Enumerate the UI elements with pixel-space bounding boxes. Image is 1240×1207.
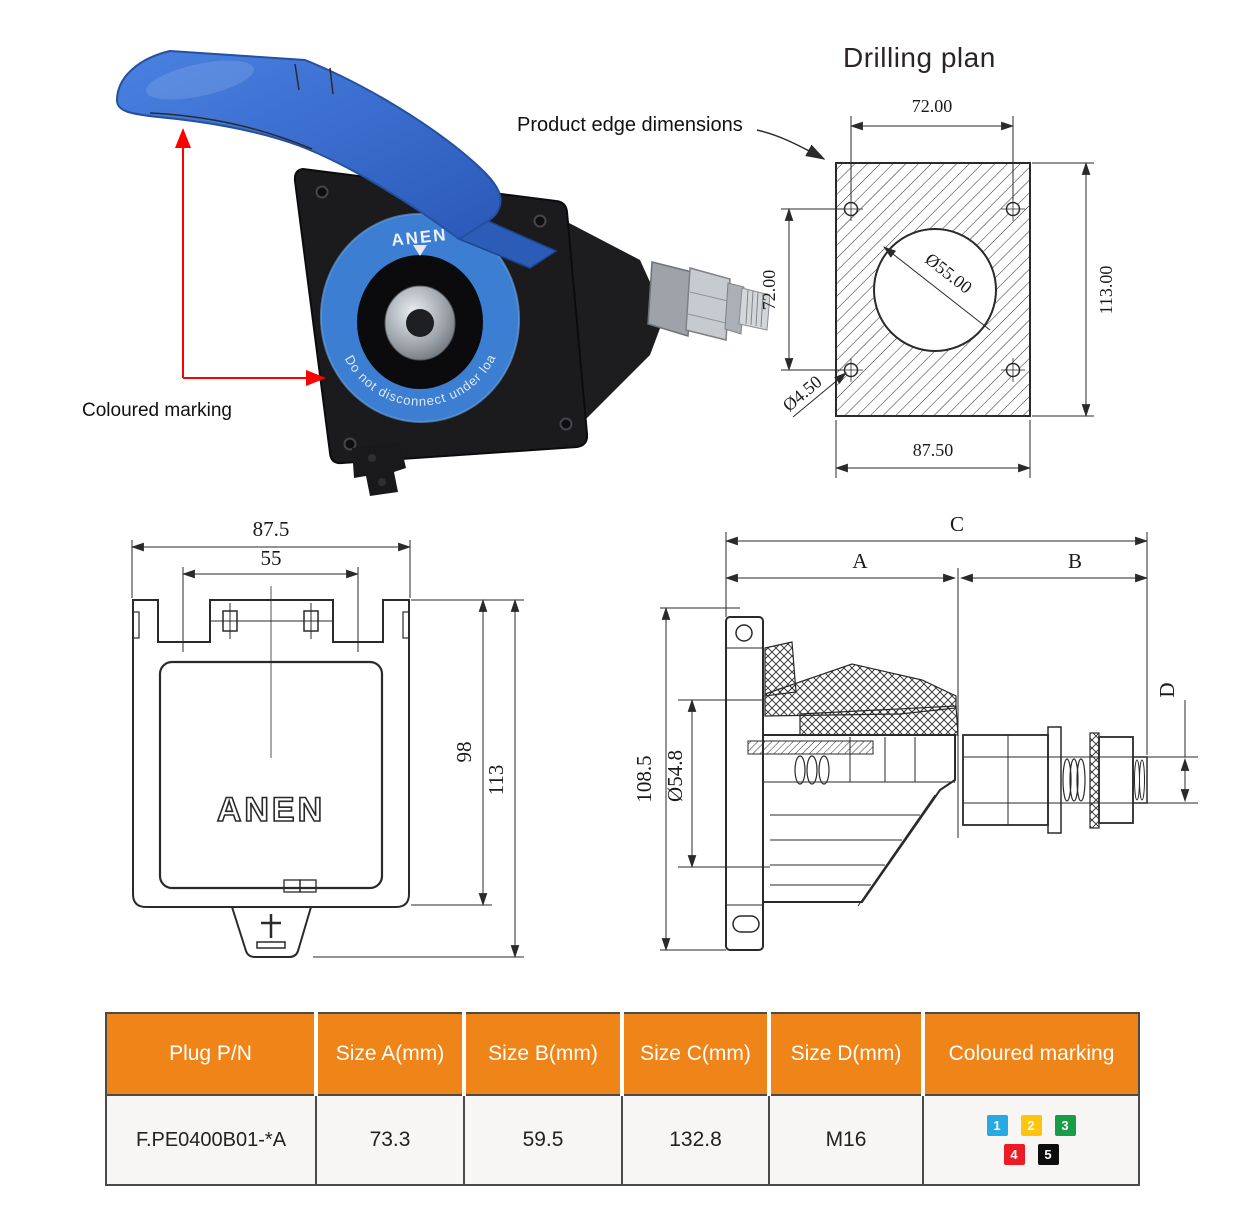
dim-inner-width: 55 [261, 546, 282, 570]
col-header-size-a: Size A(mm) [314, 1012, 466, 1096]
dim-b: B [1068, 549, 1082, 573]
cell-size-a: 73.3 [315, 1094, 465, 1186]
marking-swatch-1: 1 [986, 1115, 1008, 1136]
rubber-boot-section [764, 641, 959, 736]
cell-size-d: M16 [768, 1094, 924, 1186]
bottom-bracket [352, 442, 406, 496]
mounting-holes [839, 197, 1025, 382]
dim-dia: Ø54.8 [663, 750, 687, 802]
side-body-section [762, 734, 956, 903]
marking-swatch-3: 3 [1054, 1115, 1076, 1136]
flange-screws [315, 185, 573, 451]
bottom-tab [231, 906, 312, 958]
earth-symbol [256, 914, 286, 949]
dim-left: 72.00 [759, 270, 779, 311]
spring-contacts [794, 755, 830, 785]
marking-swatch-2: 2 [1020, 1115, 1042, 1136]
seal-hatch-strip [747, 740, 874, 755]
dim-right: 113.00 [1096, 266, 1116, 315]
dim-height: 108.5 [632, 755, 656, 802]
dim-bottom: 87.50 [913, 440, 954, 460]
cell-size-b: 59.5 [463, 1094, 623, 1186]
dim-outer-width: 87.5 [253, 517, 290, 541]
side-view-drawing: C A B [632, 512, 1198, 952]
threaded-stud [647, 261, 770, 341]
front-body-outline [132, 599, 410, 908]
cell-coloured-marking: 1 2 3 4 5 [922, 1094, 1140, 1186]
index-triangle [413, 245, 427, 256]
cable-gland [962, 726, 1148, 834]
side-flange [725, 616, 764, 951]
table-row: F.PE0400B01-*A 73.3 59.5 132.8 M16 1 2 3… [105, 1094, 1140, 1186]
drilling-plan-title: Drilling plan [843, 42, 996, 73]
spec-table: Plug P/N Size A(mm) Size B(mm) Size C(mm… [105, 1012, 1140, 1186]
contact-center [406, 309, 434, 337]
col-header-size-d: Size D(mm) [767, 1012, 925, 1096]
dim-a: A [852, 549, 868, 573]
drilling-plan-drawing: 72.00 72.00 113.00 87.50 Ø4.50 Ø55.00 [756, 96, 1116, 478]
dim-height-inner: 98 [452, 742, 476, 763]
cell-plug-pn: F.PE0400B01-*A [105, 1094, 317, 1186]
table-header-row: Plug P/N Size A(mm) Size B(mm) Size C(mm… [105, 1012, 1140, 1096]
col-header-plug-pn: Plug P/N [105, 1012, 318, 1096]
coloured-marking-label: Coloured marking [82, 400, 232, 421]
cell-size-c: 132.8 [621, 1094, 770, 1186]
col-header-coloured-marking: Coloured marking [921, 1012, 1140, 1096]
dim-c: C [950, 512, 964, 536]
col-header-size-b: Size B(mm) [462, 1012, 624, 1096]
dim-height-total: 113 [484, 765, 508, 796]
edge-leader-line [756, 129, 826, 160]
red-annotation-arrow [175, 128, 326, 386]
col-header-size-c: Size C(mm) [620, 1012, 771, 1096]
front-view-drawing: ANEN 87.5 55 98 113 [130, 517, 524, 959]
flip-lid [115, 49, 502, 241]
front-logo: ANEN [217, 791, 325, 829]
dim-d: D [1155, 682, 1179, 697]
dim-top: 72.00 [912, 96, 953, 116]
marking-swatch-4: 4 [1003, 1144, 1025, 1165]
product-edge-label: Product edge dimensions [517, 114, 743, 136]
marking-swatch-5: 5 [1037, 1144, 1059, 1165]
center-hole [873, 228, 997, 352]
product-photo: ANEN Do not disconnect under load [60, 30, 770, 496]
